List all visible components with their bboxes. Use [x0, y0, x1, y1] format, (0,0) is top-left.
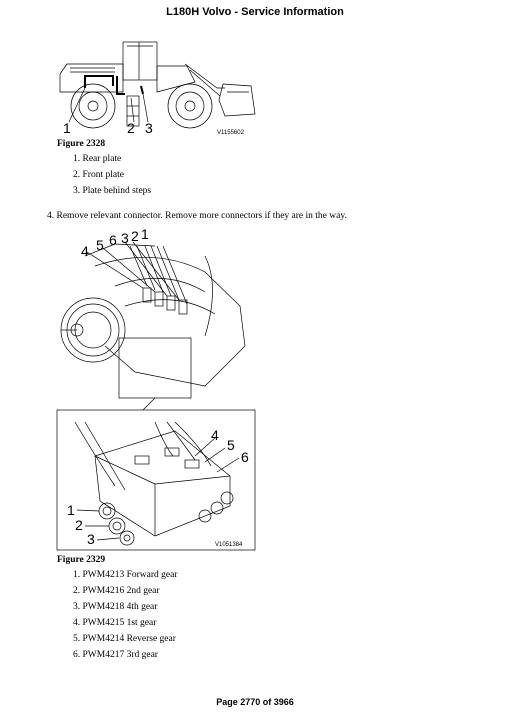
list-item: 4. PWM4215 1st gear: [73, 618, 157, 628]
figure-ref-code: V1155602: [217, 130, 245, 136]
list-item: 3. Plate behind steps: [73, 186, 152, 196]
detail-callout-6: 6: [241, 449, 249, 465]
detail-callout-5: 5: [227, 437, 235, 453]
top-callout-3: 3: [121, 230, 129, 246]
list-item: 1. Rear plate: [73, 154, 122, 164]
list-item: 6. PWM4217 3rd gear: [73, 650, 158, 660]
wheel-loader-illustration: 1 2 3 V1155602: [59, 41, 256, 136]
step-text: 4. Remove relevant connector. Remove mor…: [47, 211, 347, 221]
top-callout-6: 6: [109, 232, 117, 248]
list-item: 2. Front plate: [73, 170, 124, 180]
top-callout-2: 2: [131, 228, 139, 244]
detail-callout-3: 3: [87, 531, 95, 547]
detail-callout-1: 1: [67, 502, 75, 518]
page-footer: Page 2770 of 3966: [216, 697, 294, 707]
figure-caption: Figure 2328: [57, 139, 106, 149]
top-callout-4: 4: [81, 243, 89, 259]
list-item: 1. PWM4213 Forward gear: [73, 570, 178, 580]
list-item: 5. PWM4214 Reverse gear: [73, 634, 176, 644]
page-header: L180H Volvo - Service Information: [166, 6, 344, 18]
transmission-illustration: 4 5 6 3 2 1 4 5 6 1 2 3 V1051384: [56, 226, 256, 551]
figure-ref-code: V1051384: [215, 542, 243, 548]
list-item: 2. PWM4216 2nd gear: [73, 586, 160, 596]
list-item: 3. PWM4218 4th gear: [73, 602, 158, 612]
callout-2: 2: [127, 120, 135, 136]
callout-3: 3: [145, 120, 153, 136]
callout-1: 1: [63, 120, 71, 136]
detail-callout-2: 2: [75, 517, 83, 533]
top-callout-1: 1: [141, 226, 149, 242]
figure-caption: Figure 2329: [57, 555, 106, 565]
top-callout-5: 5: [96, 237, 104, 253]
detail-callout-4: 4: [211, 427, 219, 443]
